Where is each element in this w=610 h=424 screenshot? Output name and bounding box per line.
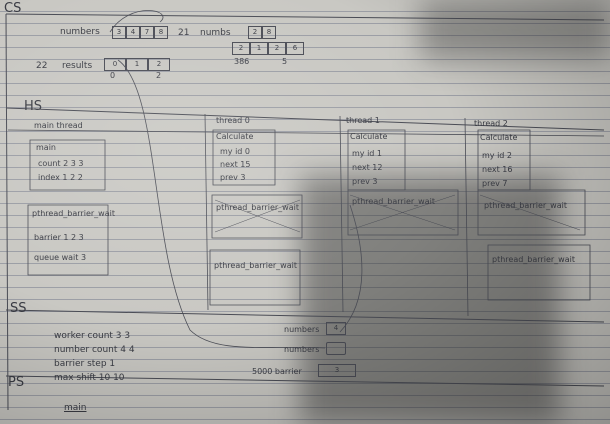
numbs-cell-1: 8: [262, 26, 276, 39]
thread-0-barrier: pthread_barrier_wait: [216, 203, 299, 212]
stack-numbers-label: numbers: [284, 325, 320, 334]
thread-0-line-1: next 15: [220, 160, 251, 169]
results-sub-1: 2: [156, 71, 162, 80]
thread-2-label: thread 2: [474, 119, 508, 128]
main-line-1: index 1 2 2: [38, 173, 83, 182]
row2-cell-0: 2: [232, 42, 250, 55]
section-label-ps: PS: [8, 375, 25, 390]
row2-sub-right: 5: [282, 57, 288, 66]
thread-0-label: thread 0: [216, 116, 250, 125]
stack-barrier-label: 5000 barrier: [252, 367, 302, 376]
numbers-cell-0: 3: [112, 26, 126, 39]
main-thread-label: main thread: [34, 121, 83, 130]
thread-2-line-1: next 16: [482, 165, 513, 174]
stack-numbers2-box: [326, 342, 346, 355]
stack-line-1: number count 4 4: [54, 345, 135, 355]
results-label: results: [62, 61, 93, 71]
thread-1-line-2: prev 3: [352, 177, 378, 186]
numbers-cell-1: 4: [126, 26, 140, 39]
stack-barrier-value: 3: [318, 364, 356, 377]
main-barrier-line-0: barrier 1 2 3: [34, 233, 84, 242]
thread-0-barrier-2: pthread_barrier_wait: [214, 261, 297, 270]
row2-cell-2: 2: [268, 42, 286, 55]
main-line-0: count 2 3 3: [38, 159, 84, 168]
thread-1-line-1: next 12: [352, 163, 383, 172]
stack-numbers2-label: numbers: [284, 345, 320, 354]
results-cell-0: 0: [104, 58, 126, 71]
numbers-cell-3: 8: [154, 26, 168, 39]
index-22: 22: [36, 61, 48, 71]
results-cell-1: 1: [126, 58, 148, 71]
stack-line-0: worker count 3 3: [54, 331, 131, 341]
row2-cell-3: 6: [286, 42, 304, 55]
row2-cell-1: 1: [250, 42, 268, 55]
main-barrier-title: pthread_barrier_wait: [32, 209, 115, 218]
thread-2-barrier-2: pthread_barrier_wait: [492, 255, 575, 264]
section-label-cs: CS: [4, 1, 22, 16]
stack-line-3: max shift 10 10: [54, 373, 125, 383]
thread-0-line-0: my id 0: [220, 147, 251, 156]
numbs-cell-0: 2: [248, 26, 262, 39]
thread-2-line-0: my id 2: [482, 151, 513, 160]
thread-2-line-2: prev 7: [482, 179, 508, 188]
numbers-cell-2: 7: [140, 26, 154, 39]
results-cell-2: 2: [148, 58, 170, 71]
thread-1-box-title: Calculate: [350, 132, 388, 141]
numbers-array-label: numbers: [60, 27, 100, 37]
thread-1-label: thread 1: [346, 116, 380, 125]
thread-0-line-2: prev 3: [220, 173, 246, 182]
section-label-hs: HS: [24, 99, 43, 114]
thread-2-box-title: Calculate: [480, 133, 518, 142]
program-main-label: main: [64, 403, 87, 413]
thread-0-box-title: Calculate: [216, 132, 254, 141]
section-label-ss: SS: [10, 301, 27, 316]
stack-line-2: barrier step 1: [54, 359, 116, 369]
thread-2-barrier: pthread_barrier_wait: [484, 201, 567, 210]
row2-sub-left: 386: [234, 57, 250, 66]
thread-1-barrier: pthread_barrier_wait: [352, 197, 435, 206]
thread-1-line-0: my id 1: [352, 149, 383, 158]
main-box-title: main: [36, 143, 56, 152]
results-sub-0: 0: [110, 71, 116, 80]
numbs-label: numbs: [200, 28, 231, 38]
stack-numbers-value: 4: [326, 322, 346, 335]
main-barrier-line-1: queue wait 3: [34, 253, 87, 262]
index-21: 21: [178, 28, 190, 38]
